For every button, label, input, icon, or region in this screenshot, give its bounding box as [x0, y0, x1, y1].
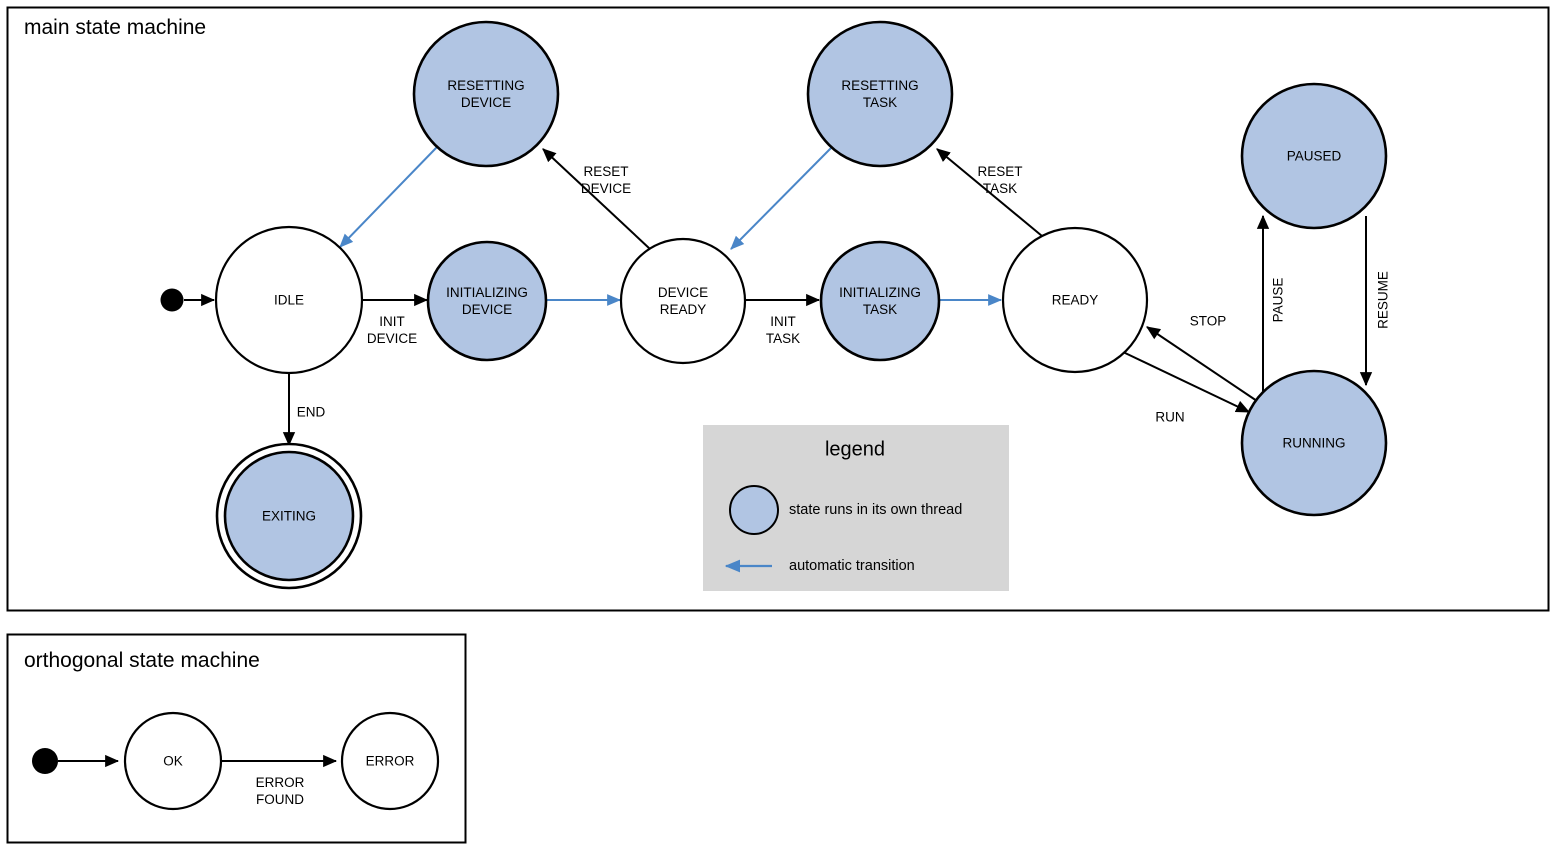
- state-paused[interactable]: [1240, 82, 1388, 230]
- edge-device-ready-resetting-device: [542, 148, 651, 250]
- state-resetting-device[interactable]: [412, 20, 560, 168]
- state-initializing-device[interactable]: [426, 240, 548, 362]
- state-error[interactable]: [340, 711, 440, 811]
- legend-item-thread-state-label: state runs in its own thread: [789, 502, 963, 518]
- edge-resetting-task-device-ready: [730, 146, 833, 250]
- state-running[interactable]: [1240, 369, 1388, 517]
- main-frame-title: main state machine: [24, 16, 207, 39]
- edge-running-ready: [1146, 326, 1258, 402]
- state-device-ready[interactable]: [619, 237, 747, 365]
- state-resetting-task[interactable]: [806, 20, 954, 168]
- state-ok[interactable]: [123, 711, 223, 811]
- edge-resetting-device-idle: [339, 146, 438, 248]
- legend-title: legend: [824, 438, 886, 461]
- state-initializing-task[interactable]: [819, 240, 941, 362]
- state-exiting[interactable]: [223, 450, 355, 582]
- orthogonal-frame-title: orthogonal state machine: [24, 649, 260, 672]
- start-marker-orthogonal: [32, 748, 58, 774]
- edge-ready-resetting-task: [936, 148, 1043, 237]
- state-ready[interactable]: [1001, 226, 1149, 374]
- state-idle[interactable]: [214, 225, 364, 375]
- start-marker-main: [160, 288, 184, 312]
- edge-ready-running: [1122, 351, 1251, 413]
- legend-thread-swatch: [729, 485, 779, 535]
- legend-item-auto-transition-label: automatic transition: [789, 558, 915, 574]
